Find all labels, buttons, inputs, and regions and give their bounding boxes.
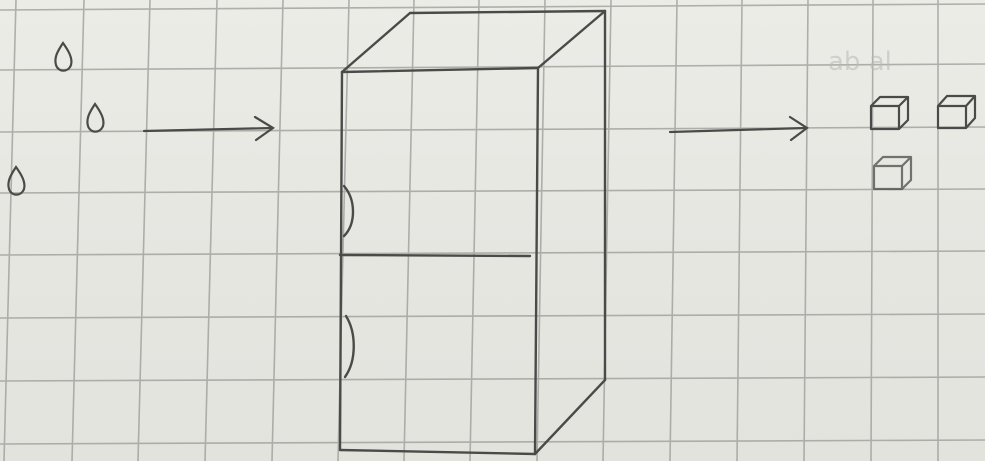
box-front-top [342, 68, 538, 72]
box-front-left [340, 72, 342, 450]
faded-marks: ab al [828, 47, 892, 77]
ice-cubes [871, 96, 975, 189]
door-handle-top [344, 186, 353, 236]
arrow-right-icon [144, 117, 273, 140]
water-drop-icon [87, 104, 103, 132]
box-top-left-edge [342, 13, 410, 72]
faded-text: ab al [828, 47, 892, 77]
freezer-box-icon [340, 11, 605, 454]
water-drops [8, 43, 103, 195]
box-top-right-edge [538, 11, 605, 68]
box-shelf [340, 255, 530, 256]
ice-cube-icon [938, 96, 975, 128]
ice-cube-icon [871, 97, 908, 129]
ice-cube-icon [874, 157, 911, 189]
door-handle-bottom [345, 316, 354, 377]
water-drop-icon [55, 43, 71, 71]
box-front-bottom [340, 450, 535, 454]
box-top-back [410, 11, 605, 13]
box-side-bottom-edge [535, 380, 605, 454]
